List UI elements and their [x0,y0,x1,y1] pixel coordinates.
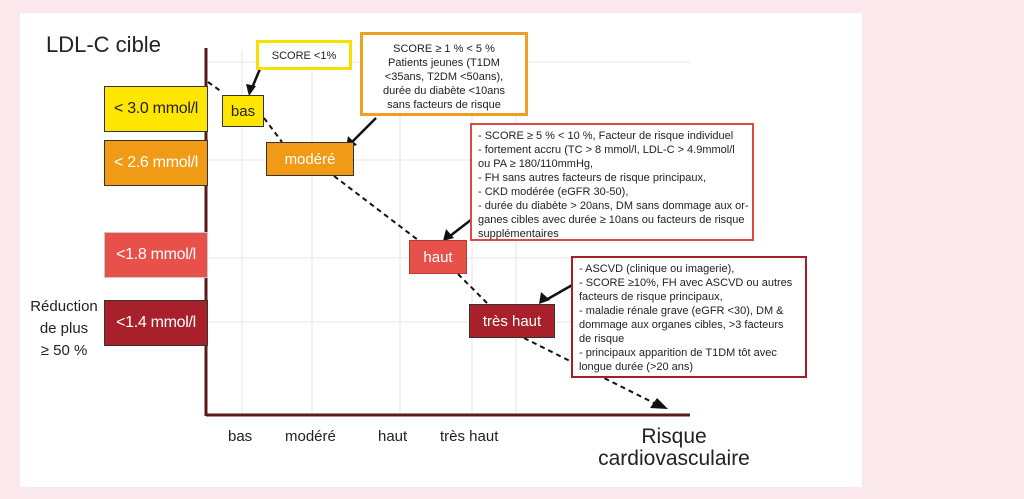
chart-title: LDL-C cible [46,32,161,57]
x-tick-very-high: très haut [440,428,499,445]
box-line: de risque [579,333,625,345]
box-very-high-criteria: - ASCVD (clinique ou imagerie), - SCORE … [571,256,807,378]
box-line: - SCORE ≥10%, FH avec ASCVD ou autres [579,277,793,289]
ldl-level-2-6: < 2.6 mmol/l [104,140,208,186]
box-line: - principaux apparition de T1DM tôt avec [579,347,777,359]
box-line: <35ans, T2DM <50ans), [384,71,504,83]
box-line: - SCORE ≥ 5 % < 10 %, Facteur de risque … [478,130,734,142]
reduction-line: ≥ 50 % [40,342,88,359]
x-tick-low: bas [228,428,253,445]
box-line: supplémentaires [478,228,559,240]
x-axis-label: Risque cardiovasculaire [594,426,754,470]
box-line: - FH sans autres facteurs de risque prin… [478,172,707,184]
box-line: - ASCVD (clinique ou imagerie), [579,263,735,275]
ldl-level-3-0: < 3.0 mmol/l [104,86,208,132]
box-moderate-criteria: SCORE ≥ 1 % < 5 % Patients jeunes (T1DM … [360,32,528,116]
box-line: sans facteurs de risque [387,99,501,111]
box-high-criteria: - SCORE ≥ 5 % < 10 %, Facteur de risque … [470,123,754,241]
box-low-criteria: SCORE <1% [256,40,352,70]
box-line: SCORE ≥ 1 % < 5 % [393,43,495,55]
box-line: - maladie rénale grave (eGFR <30), DM & [579,305,784,317]
x-axis-label-line: cardiovasculaire [598,447,750,470]
box-line: longue durée (>20 ans) [579,361,694,373]
risk-node-very-high: très haut [469,304,555,338]
box-line: dommage aux organes cibles, >3 facteurs [579,319,784,331]
reduction-line: de plus [39,320,89,337]
box-line: SCORE <1% [271,50,337,62]
x-tick-moderate: modéré [285,428,336,445]
box-line: ganes cibles avec durée ≥ 10ans ou facte… [478,214,745,226]
ldl-level-1-4: <1.4 mmol/l [104,300,208,346]
risk-node-moderate: modéré [266,142,354,176]
ldl-level-1-8: <1.8 mmol/l [104,232,208,278]
x-axis-label-line: Risque [641,425,707,448]
reduction-note: Réduction de plus ≥ 50 % [22,296,106,362]
box-line: - CKD modérée (eGFR 30-50), [478,186,629,198]
trend-arrowhead [650,398,668,409]
box-line: - fortement accru (TC > 8 mmol/l, LDL-C … [478,144,735,156]
risk-node-low: bas [222,95,264,127]
box-line: Patients jeunes (T1DM [388,57,500,69]
risk-node-high: haut [409,240,467,274]
box-line: ou PA ≥ 180/110mmHg, [478,158,594,170]
x-tick-high: haut [378,428,408,445]
box-line: facteurs de risque principaux, [579,291,723,303]
box-line: durée du diabète <10ans [382,85,506,97]
box-line: - durée du diabète > 20ans, DM sans domm… [478,200,749,212]
reduction-line: Réduction [30,298,98,315]
